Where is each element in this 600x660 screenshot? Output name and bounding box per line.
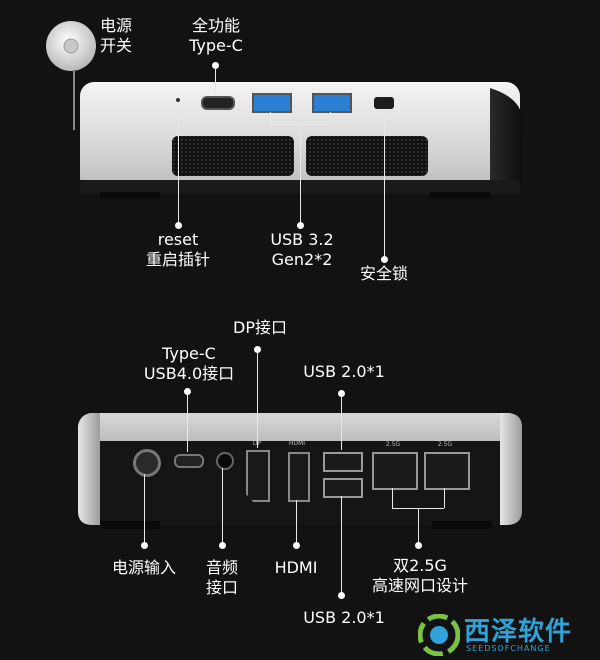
usb4-type-c-port[interactable] [174, 454, 204, 468]
security-lock-label: 安全锁 [359, 264, 408, 283]
type-c-leader [215, 66, 216, 94]
watermark-logo-icon [418, 614, 460, 656]
usb20-port-1[interactable] [323, 452, 363, 472]
usb32-bracket-right [330, 112, 331, 124]
lan-port-2-marking: 2.5G [437, 441, 453, 448]
usb20-bottom-label: USB 2.0*1 [303, 608, 385, 627]
security-lock-leader-dot [381, 256, 388, 263]
usb32-leader [300, 124, 301, 224]
front-device-body [80, 82, 523, 198]
security-lock-leader [384, 110, 385, 258]
hdmi-leader [296, 500, 297, 544]
reset-leader-dot [175, 222, 182, 229]
power-button-icon[interactable] [45, 20, 97, 72]
watermark: 西泽软件 SEEDSOFCHANGE [412, 608, 600, 660]
lan-leader-dot [415, 542, 422, 549]
audio-leader-dot [219, 542, 226, 549]
usb32-port-1[interactable] [252, 93, 292, 113]
audio-label: 音频接口 [205, 558, 238, 597]
usb20-top-leader [341, 394, 342, 450]
reset-pin-hole [176, 98, 180, 102]
lan-leader [418, 508, 419, 544]
usb32-leader-dot [297, 222, 304, 229]
watermark-subtitle: SEEDSOFCHANGE [466, 644, 551, 653]
type-c-leader-dot [212, 62, 219, 69]
usb20-bottom-leader-dot [338, 592, 345, 599]
hdmi-port-marking: HDMI [288, 440, 306, 447]
hdmi-label: HDMI [274, 558, 318, 577]
lan-port-1-marking: 2.5G [385, 441, 401, 448]
audio-leader [222, 468, 223, 544]
usb20-top-leader-dot [338, 390, 345, 397]
usb32-bracket-left [270, 112, 271, 124]
power-input-leader-dot [141, 542, 148, 549]
lan-bracket-left [392, 488, 393, 508]
audio-jack-port[interactable] [216, 452, 234, 470]
usb20-top-label: USB 2.0*1 [303, 362, 385, 381]
usb20-bottom-leader [341, 496, 342, 594]
power-input-label: 电源输入 [111, 558, 176, 577]
usb20-port-2[interactable] [323, 478, 363, 498]
dp-port[interactable] [246, 450, 270, 502]
hdmi-port[interactable] [288, 452, 310, 502]
power-input-leader [144, 474, 145, 544]
dp-leader [257, 350, 258, 448]
dp-leader-dot [254, 346, 261, 353]
type-c-front-port[interactable] [201, 96, 235, 110]
lan-port-2[interactable] [424, 452, 470, 490]
dc-power-input-port[interactable] [133, 449, 161, 477]
reset-leader [178, 105, 179, 225]
usb32-port-2[interactable] [312, 93, 352, 113]
lan-bracket-right [444, 488, 445, 508]
dp-label: DP接口 [233, 318, 287, 337]
power-switch-label: 电源开关 [100, 16, 133, 55]
hdmi-leader-dot [293, 542, 300, 549]
power-switch-leader [73, 70, 75, 130]
lock-icon [374, 97, 394, 109]
lan-port-1[interactable] [372, 452, 418, 490]
usb4-leader-dot [184, 388, 191, 395]
watermark-title: 西泽软件 [464, 617, 573, 647]
usb4-leader [187, 392, 188, 452]
